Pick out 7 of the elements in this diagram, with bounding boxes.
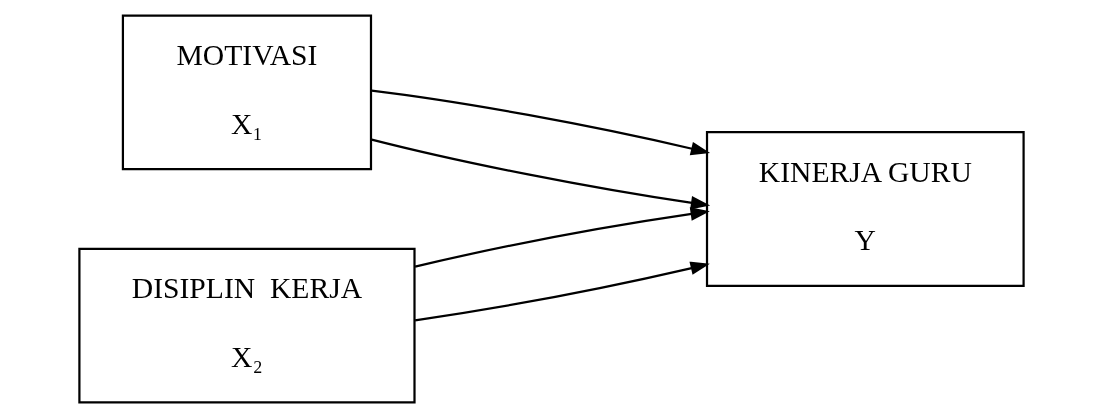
arrow	[414, 261, 710, 322]
node-box: KINERJA GURU Y	[705, 131, 1025, 287]
node-box: DISIPLIN KERJA X₂	[77, 247, 416, 404]
arrow	[370, 138, 710, 210]
node-box: MOTIVASI X₁	[121, 14, 372, 171]
arrow	[414, 207, 710, 268]
arrow	[371, 89, 710, 156]
